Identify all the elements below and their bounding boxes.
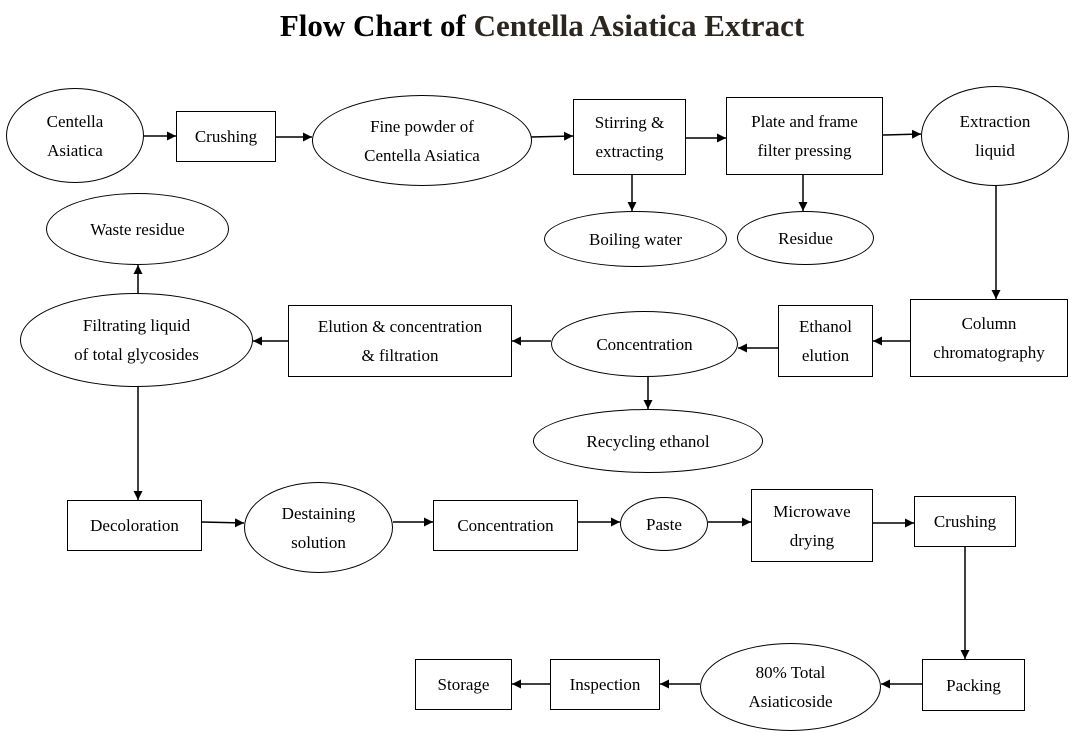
node-label: Waste residue [90,219,185,239]
node-elution-concentration-filtration: Elution & concentration & filtration [288,305,512,377]
page-title: Flow Chart of Centella Asiatica Extract [0,8,1084,44]
node-label: Packing [946,675,1001,695]
node-label: Storage [437,675,490,694]
node-label: Destaining [281,503,356,523]
node-destaining-solution: Destaining solution [244,482,393,573]
node-label: of total glycosides [74,345,199,364]
node-ethanol-elution: Ethanol elution [778,305,873,377]
node-label: Crushing [194,127,258,146]
node-label: Centella Asiatica [364,145,480,165]
arrow-plate-frame-to-extraction-liquid [882,129,922,139]
arrow-fine-powder-to-stirring [530,131,574,141]
node-concentration-2: Concentration [433,500,578,551]
title-part-1: Flow Chart of [279,8,474,43]
node-boiling-water: Boiling water [544,211,727,267]
node-waste-residue: Waste residue [46,193,229,265]
node-label: & filtration [361,346,439,365]
node-label: 80% Total [755,663,826,682]
node-label: Concentration [596,334,693,354]
node-label: Centella [46,111,104,131]
node-packing: Packing [922,659,1025,711]
node-label: Stirring & [594,113,665,132]
node-label: filter pressing [757,141,852,160]
node-label: Decoloration [90,516,179,535]
node-label: Plate and frame [751,112,858,131]
node-label: Inspection [569,675,641,694]
node-label: Ethanol [799,317,852,336]
node-paste: Paste [620,497,708,551]
node-extraction-liquid: Extraction liquid [921,86,1069,186]
node-decoloration: Decoloration [67,500,202,551]
node-label: Elution & concentration [317,317,483,336]
node-label: Crushing [933,512,997,531]
node-label: Asiatica [47,140,103,160]
node-label: drying [789,530,835,550]
node-filtrating-liquid: Filtrating liquid of total glycosides [20,293,253,387]
node-label: Boiling water [588,229,682,249]
arrow-decoloration-to-destaining [201,518,245,528]
node-microwave-drying: Microwave drying [751,489,873,562]
node-fine-powder: Fine powder of Centella Asiatica [312,95,532,186]
node-label: Extraction [959,112,1031,131]
title-part-2: Centella Asiatica Extract [473,8,805,43]
node-inspection: Inspection [550,659,660,710]
node-plate-frame-filter: Plate and frame filter pressing [726,97,883,175]
node-residue: Residue [737,211,874,265]
node-concentration-1: Concentration [551,311,738,377]
node-recycling-ethanol: Recycling ethanol [533,409,763,473]
node-label: chromatography [933,343,1045,362]
node-label: elution [801,346,850,365]
node-label: Filtrating liquid [82,316,191,335]
node-crushing-2: Crushing [914,496,1016,547]
node-label: Concentration [457,516,554,535]
node-crushing-1: Crushing [176,111,276,162]
node-column-chromatography: Column chromatography [910,299,1068,377]
node-label: Paste [646,514,682,534]
node-stirring-extracting: Stirring & extracting [573,99,686,175]
node-label: Column [961,314,1017,333]
node-label: liquid [975,141,1015,160]
node-label: Microwave [773,501,851,521]
node-storage: Storage [415,659,512,710]
node-label: Asiaticoside [748,692,833,711]
node-label: solution [291,532,346,552]
node-label: extracting [595,142,664,161]
node-label: Fine powder of [370,116,474,136]
node-label: Recycling ethanol [586,431,710,451]
node-label: Residue [778,228,833,248]
